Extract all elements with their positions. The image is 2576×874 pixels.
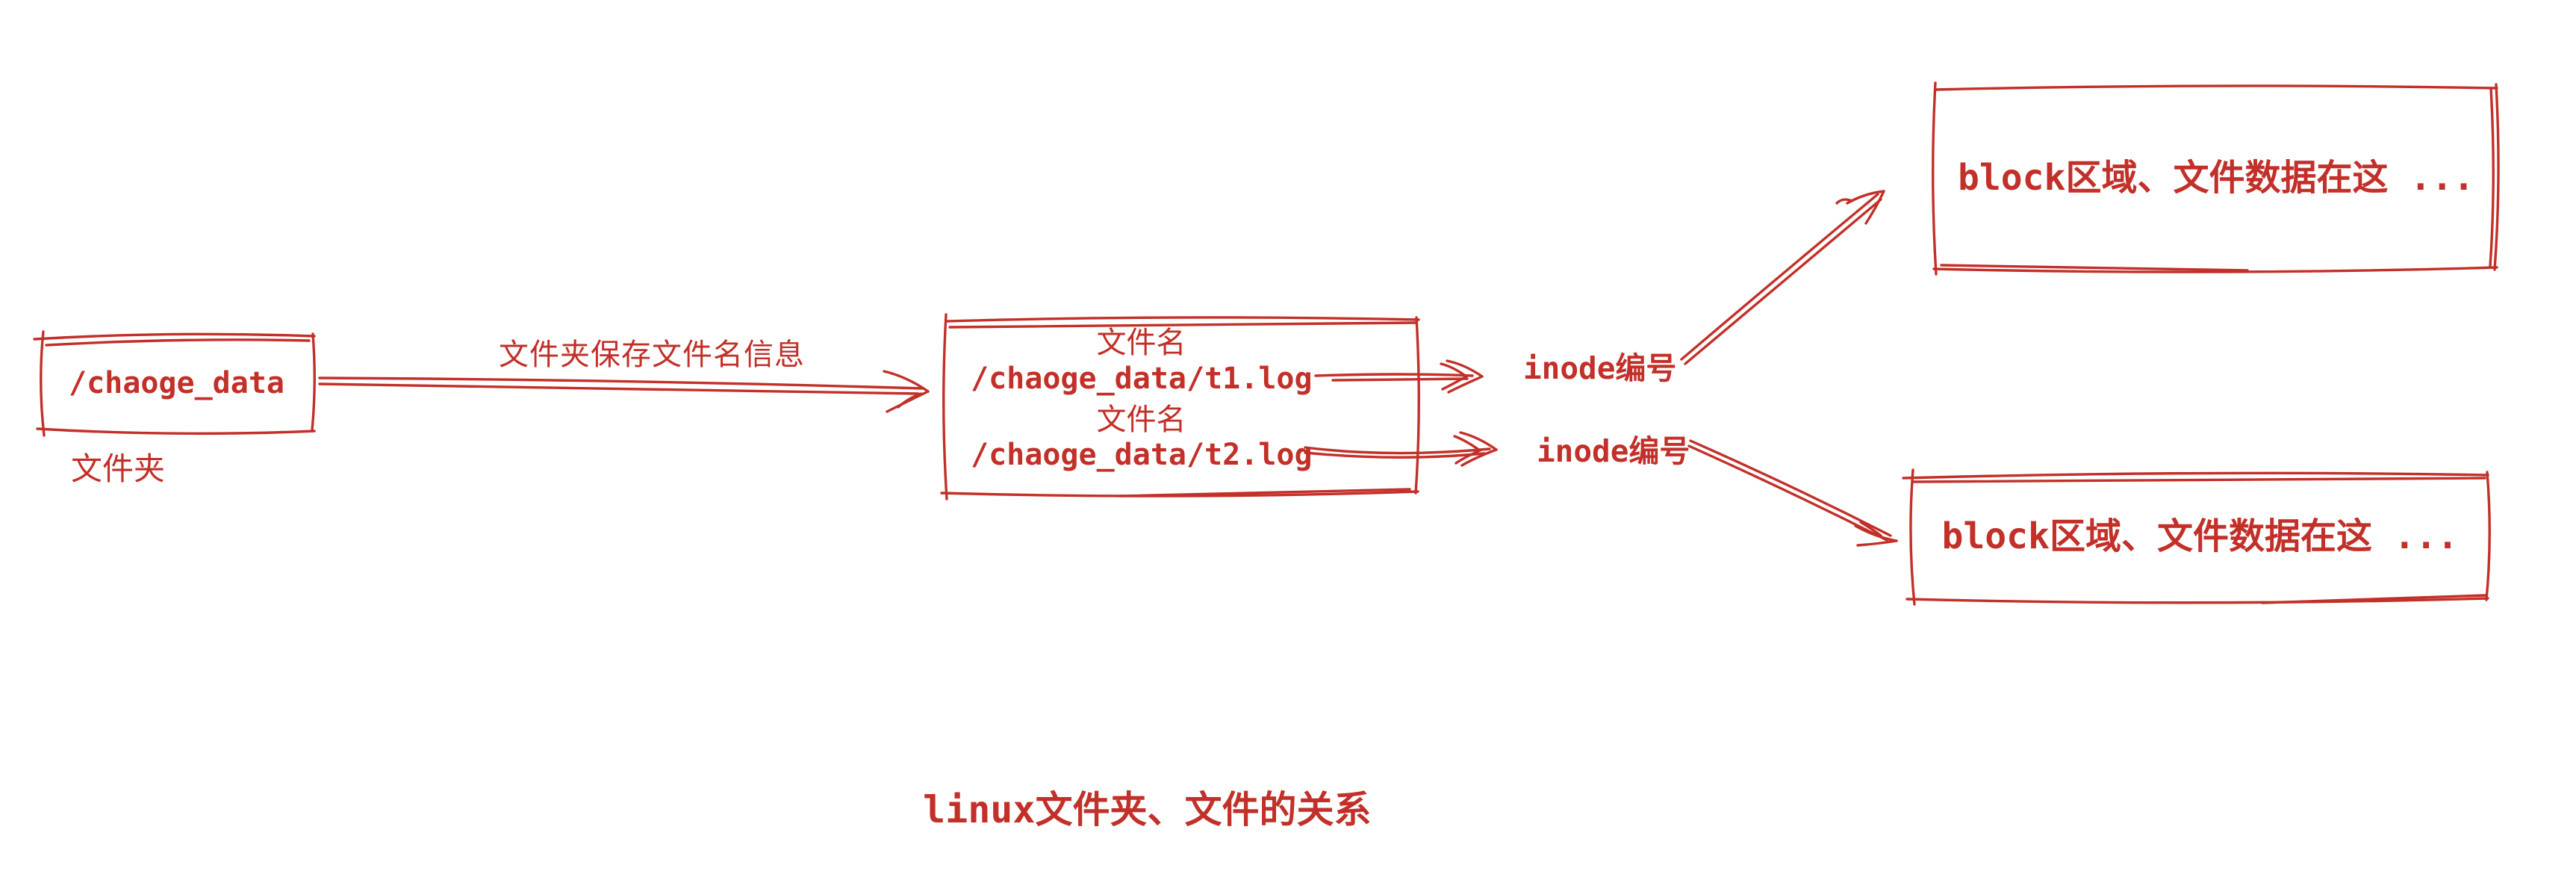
file-entry-2-header: 文件名 [1096, 403, 1186, 437]
block-box-bottom-label: block区域、文件数据在这 ... [1941, 515, 2459, 557]
diagram-title: linux文件夹、文件的关系 [923, 788, 1372, 831]
t2-inode-arrow [1304, 431, 1498, 467]
block-box-bottom-outline [1902, 468, 2491, 606]
file-entry-1-header: 文件名 [1096, 326, 1186, 360]
flow-arrow-label: 文件夹保存文件名信息 [499, 338, 805, 372]
folder-box-outline [33, 330, 316, 437]
inode1-block-arrow [1680, 190, 1885, 365]
flow-arrow [318, 370, 930, 413]
block-box-top-label: block区域、文件数据在这 ... [1957, 157, 2475, 199]
directory-box-outline [940, 313, 1420, 500]
inode2-block-arrow [1687, 439, 1898, 547]
file-entry-1-path: /chaoge_data/t1.log [971, 362, 1313, 396]
block-box-bottom: block区域、文件数据在这 ... [1911, 473, 2489, 601]
folder-box-label: /chaoge_data [69, 366, 284, 400]
block-box-top: block区域、文件数据在这 ... [1933, 87, 2499, 270]
file-entry-2-path: /chaoge_data/t2.log [971, 438, 1313, 472]
folder-box-caption: 文件夹 [71, 450, 166, 487]
inode-label-1: inode编号 [1523, 350, 1677, 386]
block-box-top-outline [1932, 81, 2500, 276]
inode-label-2: inode编号 [1537, 433, 1690, 469]
t1-inode-arrow [1314, 359, 1484, 394]
